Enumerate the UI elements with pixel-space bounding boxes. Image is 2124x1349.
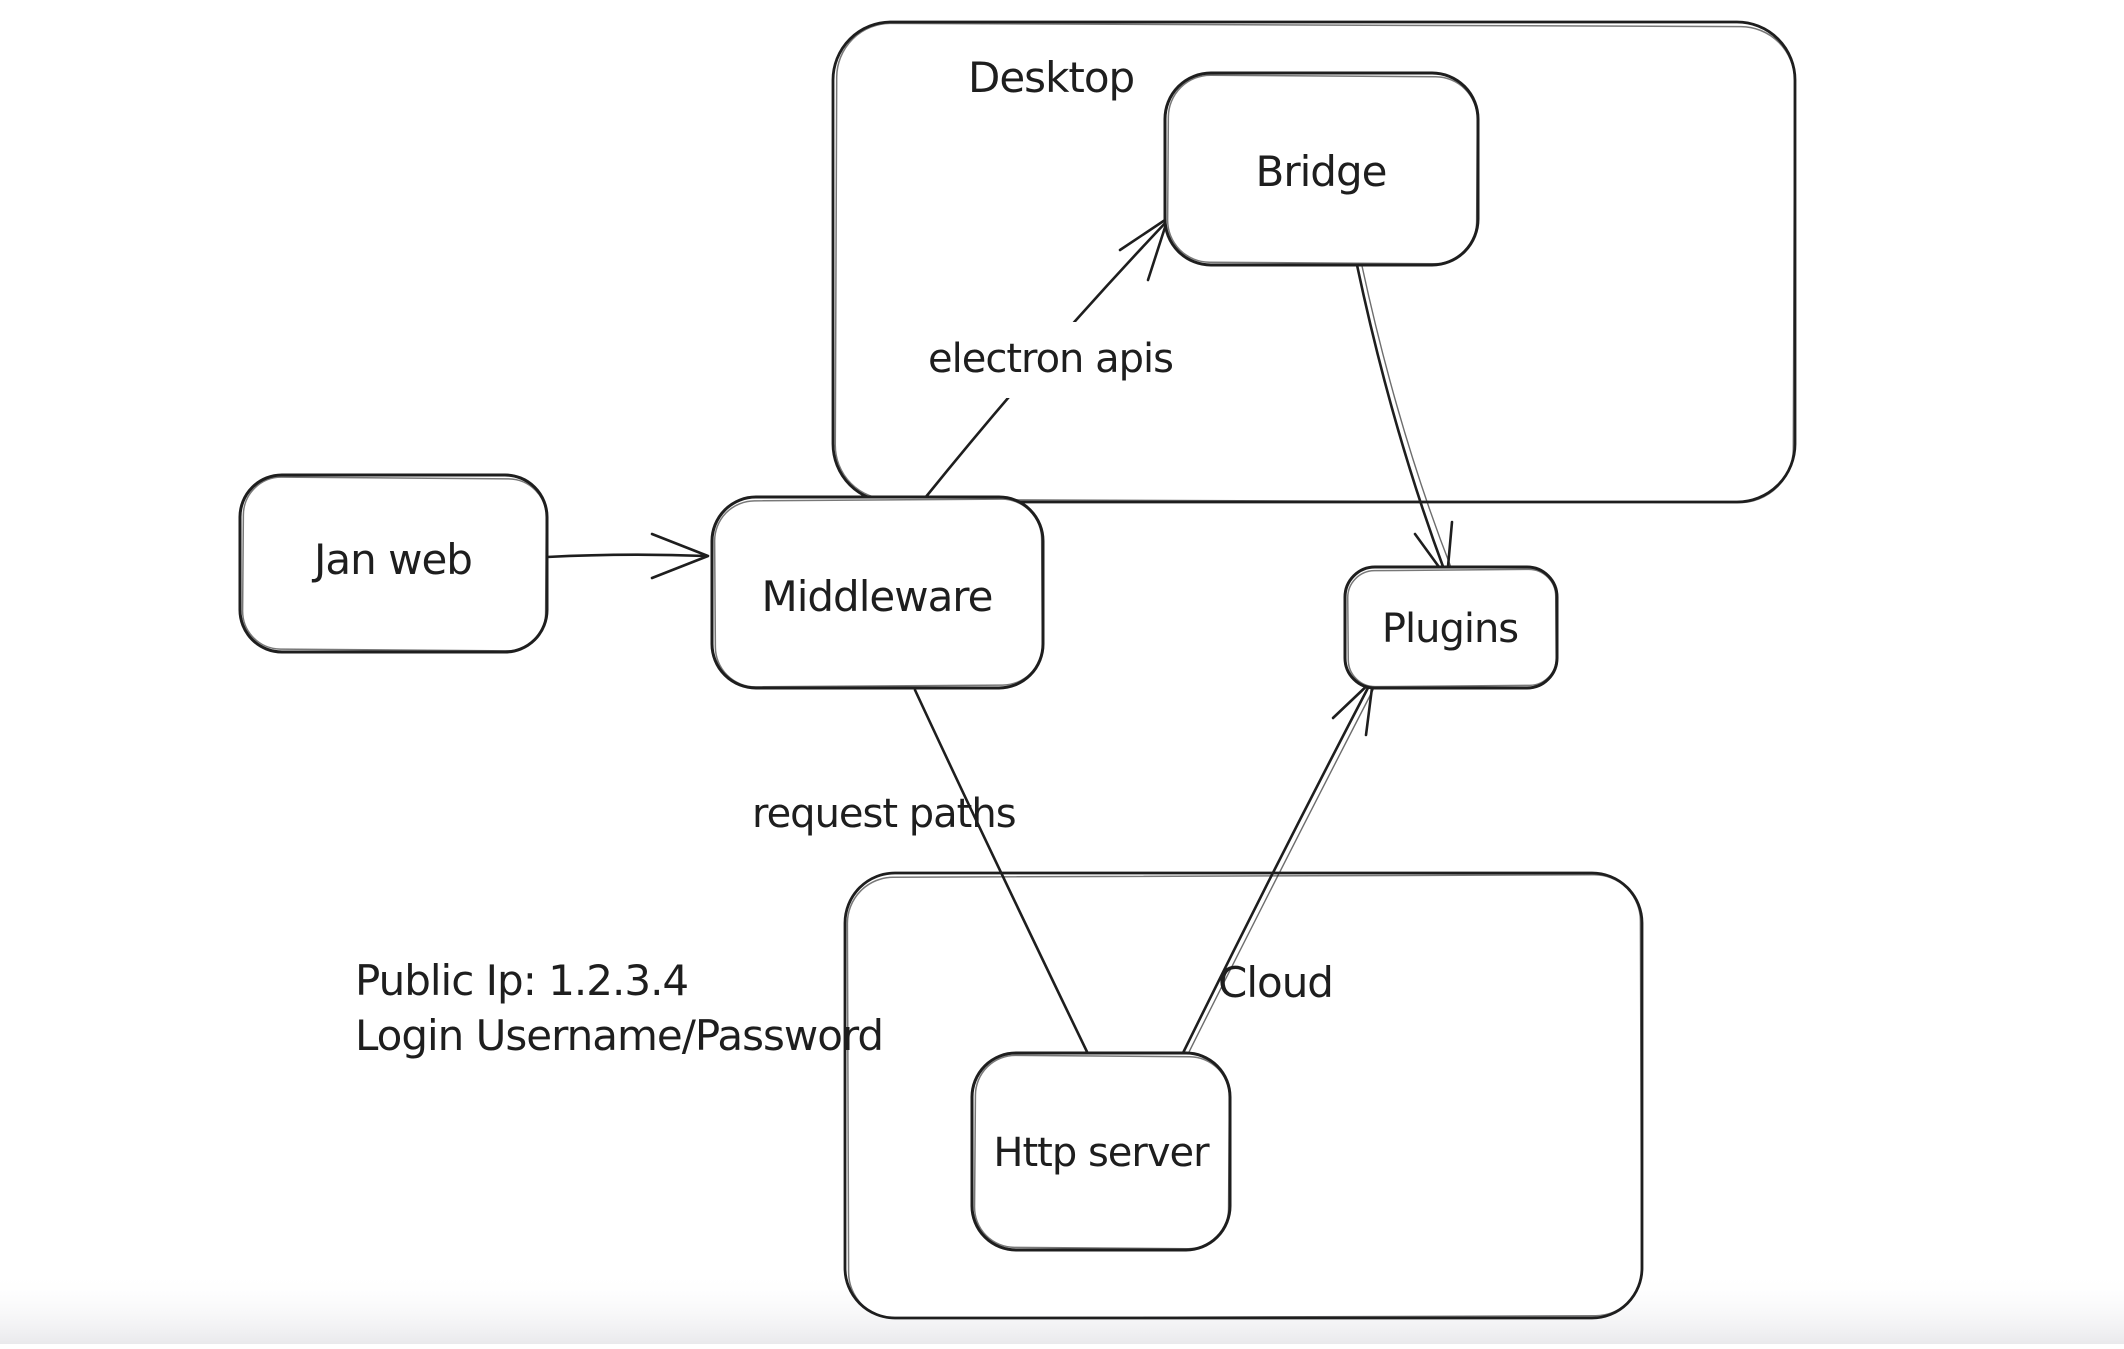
bridge-node[interactable] [1163,71,1480,267]
http-server-label[interactable]: Http server [993,1130,1211,1176]
public-ip-annotation[interactable]: Public Ip: 1.2.3.4 [355,956,689,1005]
login-annotation[interactable]: Login Username/Password [355,1011,884,1060]
plugins-label[interactable]: Plugins [1382,606,1519,652]
http-server-node[interactable] [970,1051,1232,1252]
electron-apis-label-bg [912,322,1196,398]
edge-jan-web-to-middleware[interactable] [545,532,710,580]
jan-web-node[interactable] [238,473,549,654]
bridge-label[interactable]: Bridge [1256,147,1388,196]
desktop-label[interactable]: Desktop [968,53,1135,102]
middleware-node[interactable] [710,495,1045,690]
cloud-label[interactable]: Cloud [1218,958,1334,1007]
electron-apis-edge-label[interactable]: electron apis [928,336,1174,382]
middleware-label[interactable]: Middleware [761,572,993,621]
cloud-container[interactable] [843,871,1644,1320]
jan-web-label[interactable]: Jan web [311,535,473,584]
request-paths-edge-label[interactable]: request paths [752,791,1017,837]
plugins-node[interactable] [1343,565,1559,690]
edge-middleware-to-http-server[interactable] [913,688,1092,1060]
